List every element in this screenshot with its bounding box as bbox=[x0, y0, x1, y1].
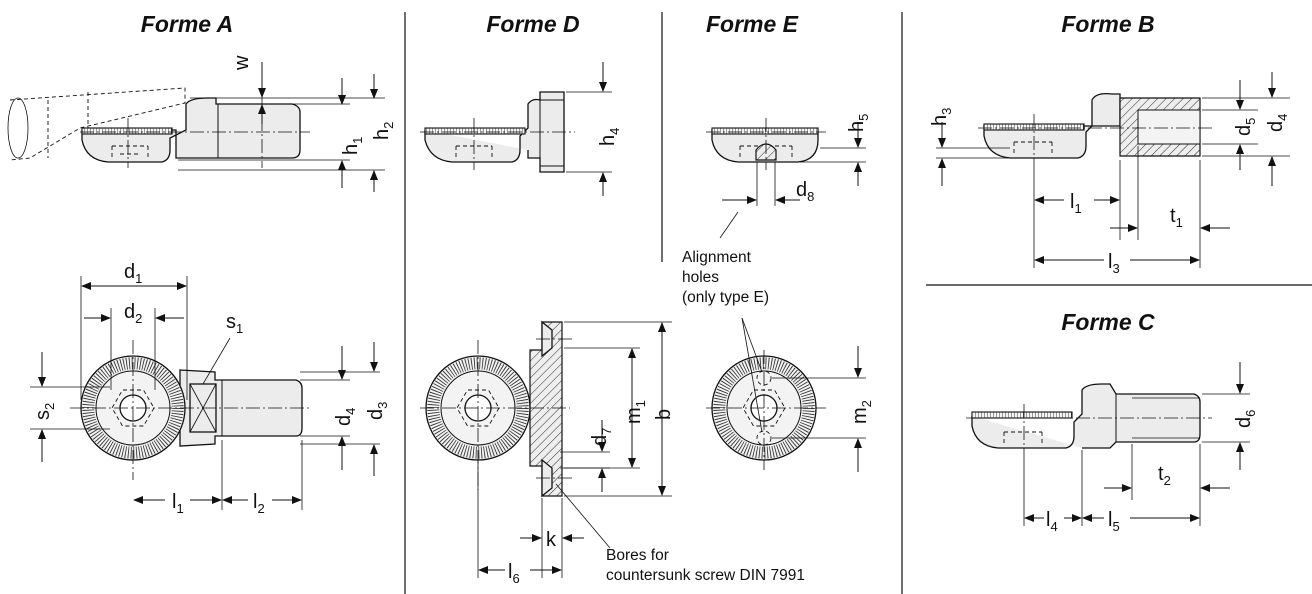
forme-c-view: d6 t2 l4 l5 bbox=[966, 362, 1258, 534]
forme-a-front-view bbox=[70, 340, 312, 480]
forme-d-front-dims: b m1 d7 k l6 bbox=[477, 321, 675, 586]
title-forme-b: Forme B bbox=[1061, 11, 1154, 37]
dim-d1: d1 bbox=[124, 261, 142, 286]
dim-h2: h2 bbox=[371, 122, 396, 140]
dim-d6: d6 bbox=[1233, 410, 1258, 428]
dim-l5: l5 bbox=[1108, 509, 1120, 534]
dim-w: w bbox=[231, 55, 253, 71]
dim-d5: d5 bbox=[1233, 118, 1258, 136]
dim-l3: l3 bbox=[1108, 251, 1120, 276]
note-bores: Bores for countersunk screw DIN 7991 bbox=[606, 547, 805, 584]
dim-h3: h3 bbox=[929, 108, 954, 126]
title-forme-a: Forme A bbox=[141, 11, 233, 37]
forme-a-side-dims: w h1 h2 bbox=[178, 55, 396, 192]
note-alignment-holes: Alignment holes (only type E) bbox=[682, 249, 769, 306]
dim-l4: l4 bbox=[1046, 509, 1058, 534]
dim-h1: h1 bbox=[340, 137, 365, 155]
forme-e-front-view: m2 bbox=[706, 317, 874, 472]
dim-d4-a: d4 bbox=[333, 408, 358, 426]
dim-h5: h5 bbox=[846, 114, 871, 132]
dim-d2: d2 bbox=[124, 301, 142, 326]
dim-d8: d8 bbox=[796, 179, 814, 204]
dim-m2: m2 bbox=[849, 400, 874, 424]
forme-a-front-dims: d1 d2 s1 s2 d4 d3 l1 l2 bbox=[30, 261, 390, 516]
dim-m1: m1 bbox=[623, 400, 648, 424]
dim-t1: t1 bbox=[1170, 205, 1183, 230]
dim-l1-b: l1 bbox=[1070, 191, 1082, 216]
forme-a-side-view bbox=[7, 87, 310, 168]
dim-h4: h4 bbox=[597, 128, 622, 146]
dim-l2: l2 bbox=[253, 491, 265, 516]
dim-d3: d3 bbox=[365, 402, 390, 420]
dim-k: k bbox=[546, 529, 557, 551]
forme-e-side-view: h5 d8 bbox=[706, 114, 871, 239]
dim-d4-b: d4 bbox=[1265, 114, 1290, 132]
title-forme-d: Forme D bbox=[486, 11, 579, 37]
forme-d-side-view: h4 bbox=[420, 62, 622, 196]
dim-l6: l6 bbox=[508, 561, 520, 586]
dim-b: b bbox=[653, 409, 675, 420]
dim-s1: s1 bbox=[226, 311, 243, 336]
dim-d7: d7 bbox=[589, 428, 614, 446]
title-forme-e: Forme E bbox=[706, 11, 799, 37]
dim-l1-a: l1 bbox=[172, 491, 184, 516]
forme-b-view: d5 d4 h3 l1 t1 l3 bbox=[929, 72, 1290, 276]
dim-s2: s2 bbox=[32, 403, 57, 420]
forme-d-front-view bbox=[420, 320, 572, 498]
title-forme-c: Forme C bbox=[1061, 309, 1155, 335]
dim-t2: t2 bbox=[1158, 463, 1171, 488]
